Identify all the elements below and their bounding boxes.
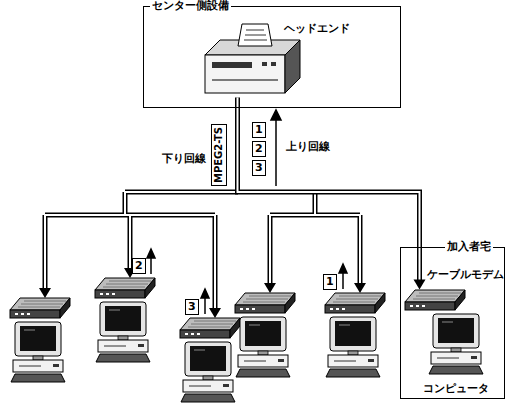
upstream-arrow	[275, 119, 277, 186]
signal-name: MPEG2-TS	[211, 124, 227, 186]
cable-modem	[325, 293, 385, 313]
upstream-arrows	[147, 110, 347, 314]
computer	[326, 317, 380, 377]
node-label: 加入者宅	[445, 240, 493, 254]
node-label: コンピュータ	[414, 382, 498, 396]
callout-number: 2	[132, 258, 146, 274]
cable-modem	[95, 278, 155, 298]
callout-number: 1	[252, 122, 266, 138]
cable-modem-node: ケーブルモデム	[405, 290, 467, 312]
upstream-arrow	[150, 257, 152, 274]
cable-inner	[238, 98, 420, 281]
computer	[181, 342, 235, 402]
cable-modem	[10, 298, 70, 318]
cable-modem	[180, 318, 240, 338]
up-arrowhead	[147, 249, 155, 258]
line-label: 下り回線	[162, 152, 206, 166]
cable-outer	[238, 98, 420, 281]
callout-number: 3	[252, 160, 266, 176]
computer-illustration	[414, 314, 498, 376]
modem-illustration	[405, 290, 467, 312]
down-arrowhead	[39, 288, 51, 298]
equipment-region: センター側設備ヘッドエンド	[143, 6, 401, 108]
computer-node: コンピュータ	[414, 314, 498, 398]
subscriber-region: 加入者宅ケーブルモデムコンピュータ	[400, 247, 505, 399]
node-label: センター側設備	[150, 0, 231, 13]
cable-outer	[45, 192, 360, 309]
upstream-arrow	[204, 297, 206, 314]
callout-number: 1	[323, 274, 337, 290]
computer	[429, 314, 483, 374]
cable-inner	[45, 192, 360, 309]
down-arrowhead	[209, 308, 221, 318]
downstream-line	[238, 98, 426, 290]
callout-number: 2	[252, 141, 266, 157]
up-arrowhead	[339, 264, 347, 273]
cable-modem	[235, 293, 295, 313]
node-label: ヘッドエンド	[284, 22, 350, 36]
line-label: 上り回線	[286, 140, 330, 154]
node-label: ケーブルモデム	[427, 268, 504, 282]
distribution-cable	[39, 192, 366, 318]
callout-number: 3	[185, 299, 199, 315]
computer	[96, 302, 150, 362]
up-arrowhead	[201, 289, 209, 298]
down-arrowhead	[264, 283, 276, 293]
computer	[236, 317, 290, 377]
arrowhead	[414, 280, 426, 290]
headend-node: ヘッドエンド	[196, 18, 351, 98]
down-arrowhead	[354, 283, 366, 293]
upstream-arrow	[342, 272, 344, 289]
terminals	[10, 278, 385, 402]
up-arrowhead	[271, 110, 281, 120]
computer	[11, 322, 65, 382]
cable-modem	[405, 290, 465, 310]
